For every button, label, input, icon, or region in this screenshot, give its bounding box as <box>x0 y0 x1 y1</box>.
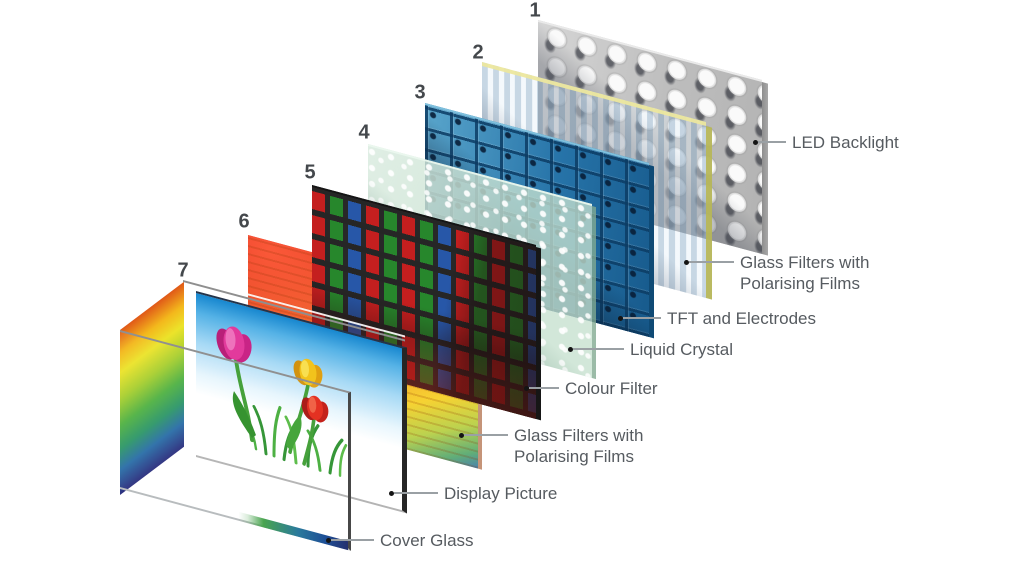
leader-line <box>331 539 374 541</box>
callout-tft-electrodes: TFT and Electrodes <box>618 308 816 329</box>
tulip-picture <box>216 326 348 477</box>
leader-line <box>623 317 661 319</box>
callout-cover-glass: Cover Glass <box>326 530 474 551</box>
leader-line <box>394 492 438 494</box>
leader-dot <box>684 260 689 265</box>
leader-line <box>573 348 624 350</box>
callout-colour-filter: Colour Filter <box>524 378 658 399</box>
pink-tulip <box>216 326 252 363</box>
callout-label: Display Picture <box>444 484 558 503</box>
layer-number-5: 5 <box>304 161 316 184</box>
callout-label: Liquid Crystal <box>630 340 733 359</box>
leader-dot <box>568 347 573 352</box>
layer-number-2: 2 <box>472 41 484 64</box>
callout-label: TFT and Electrodes <box>667 309 816 328</box>
tulip-leaf <box>232 391 256 439</box>
callout-led-backlight: LED Backlight <box>753 132 899 153</box>
callout-label: Colour Filter <box>565 379 658 398</box>
layer-number-1: 1 <box>529 0 541 22</box>
callout-glass-filters-front: Glass Filters with Polarising Films <box>459 425 643 467</box>
yellow-tulip <box>293 358 323 388</box>
callout-label: Glass Filters with Polarising Films <box>514 426 644 466</box>
leader-dot <box>618 316 623 321</box>
tulip-leaf <box>286 414 302 451</box>
leader-line <box>689 261 734 263</box>
callout-label: Glass Filters with Polarising Films <box>740 253 870 293</box>
cover-glass-bottom-edge <box>120 480 348 551</box>
layer-number-3: 3 <box>414 81 426 104</box>
leader-line <box>758 141 786 143</box>
leader-dot <box>459 433 464 438</box>
callout-label: Cover Glass <box>380 531 474 550</box>
leader-dot <box>753 140 758 145</box>
callout-display-picture: Display Picture <box>389 483 557 504</box>
callout-label: LED Backlight <box>792 133 899 152</box>
leader-line <box>529 387 559 389</box>
callout-glass-filters-back: Glass Filters with Polarising Films <box>684 252 869 294</box>
cover-glass-side-face <box>120 281 184 495</box>
callout-liquid-crystal: Liquid Crystal <box>568 339 733 360</box>
leader-dot <box>389 491 394 496</box>
leader-dot <box>524 386 529 391</box>
leader-line <box>464 434 508 436</box>
red-tulip <box>301 395 329 423</box>
layer-display-picture <box>196 291 407 514</box>
layer-number-6: 6 <box>238 210 250 233</box>
layer-number-7: 7 <box>177 259 189 282</box>
layer-number-4: 4 <box>358 121 370 144</box>
